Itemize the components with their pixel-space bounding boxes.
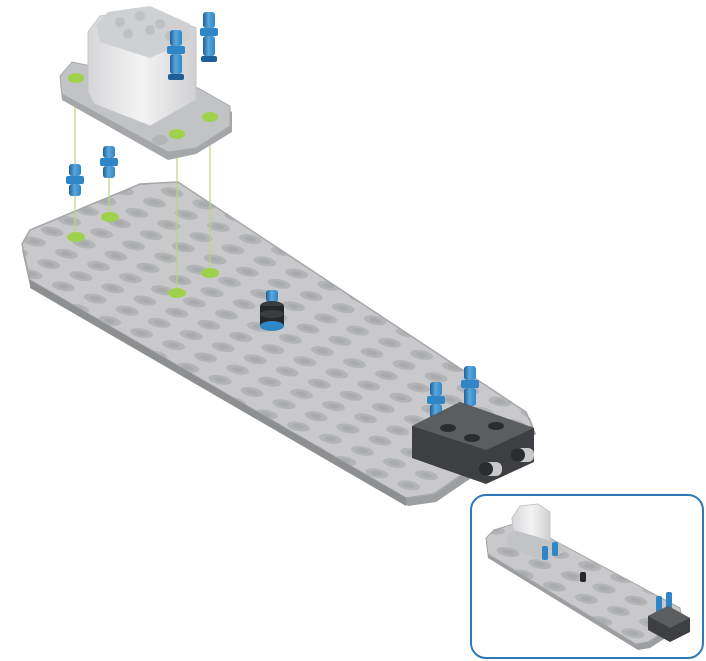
pin-icon [66,164,84,196]
pin-icon [100,146,118,178]
assembled-result-image [472,496,702,657]
pin-icon [200,12,218,62]
inset-assembled-view [470,494,704,659]
